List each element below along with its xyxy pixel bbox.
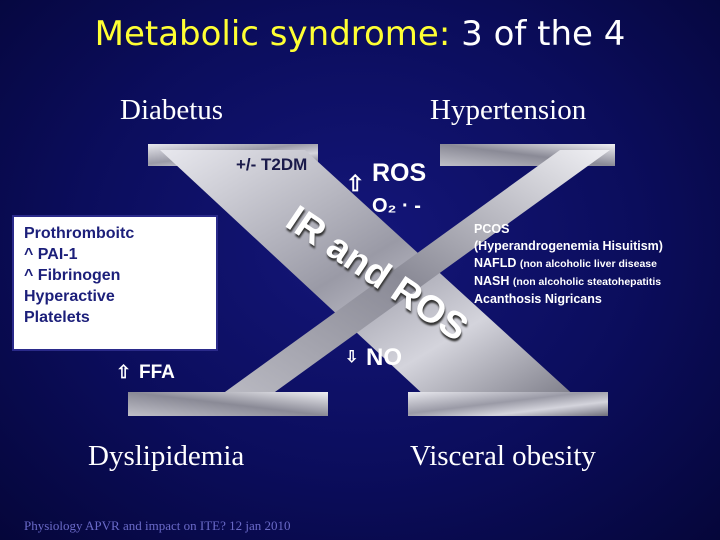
title-rest: 3 of the 4 xyxy=(461,14,625,54)
box-line: Prothromboitc xyxy=(24,223,208,244)
label-hypertension: Hypertension xyxy=(430,94,586,127)
list-item: NAFLD (non alcoholic liver disease xyxy=(474,255,663,273)
footer-note: Physiology APVR and impact on ITE? 12 ja… xyxy=(24,518,290,534)
arrow-up-icon: ⇧ xyxy=(346,171,364,197)
prothrombotic-box: Prothromboitc ^ PAI-1 ^ Fibrinogen Hyper… xyxy=(12,215,218,351)
list-item: Acanthosis Nigricans xyxy=(474,291,663,308)
list-item: (Hyperandrogenemia Hisuitism) xyxy=(474,238,663,255)
slide-title: Metabolic syndrome: 3 of the 4 xyxy=(0,14,720,54)
label-ros: ROS xyxy=(372,159,426,188)
label-no: NO xyxy=(366,344,402,372)
x-bottom-right-serif xyxy=(408,392,608,416)
label-superoxide: O₂ · - xyxy=(372,195,421,218)
arrow-down-icon: ⇩ xyxy=(345,347,358,367)
list-item: PCOS xyxy=(474,221,663,238)
title-main: Metabolic syndrome: xyxy=(95,14,451,54)
label-visceral-obesity: Visceral obesity xyxy=(410,440,596,473)
list-item: NASH (non alcoholic steatohepatitis xyxy=(474,273,663,291)
arrow-up-icon: ⇧ xyxy=(116,362,131,383)
box-line: ^ Fibrinogen xyxy=(24,265,208,286)
box-line: Platelets xyxy=(24,307,208,328)
box-line: ^ PAI-1 xyxy=(24,244,208,265)
label-diabetes: Diabetus xyxy=(120,94,223,127)
conditions-list: PCOS (Hyperandrogenemia Hisuitism) NAFLD… xyxy=(474,221,663,308)
x-bottom-left-serif xyxy=(128,392,328,416)
box-line: Hyperactive xyxy=(24,286,208,307)
label-ffa: FFA xyxy=(139,362,175,384)
label-dyslipidemia: Dyslipidemia xyxy=(88,440,244,473)
label-t2dm: +/- T2DM xyxy=(236,155,307,175)
